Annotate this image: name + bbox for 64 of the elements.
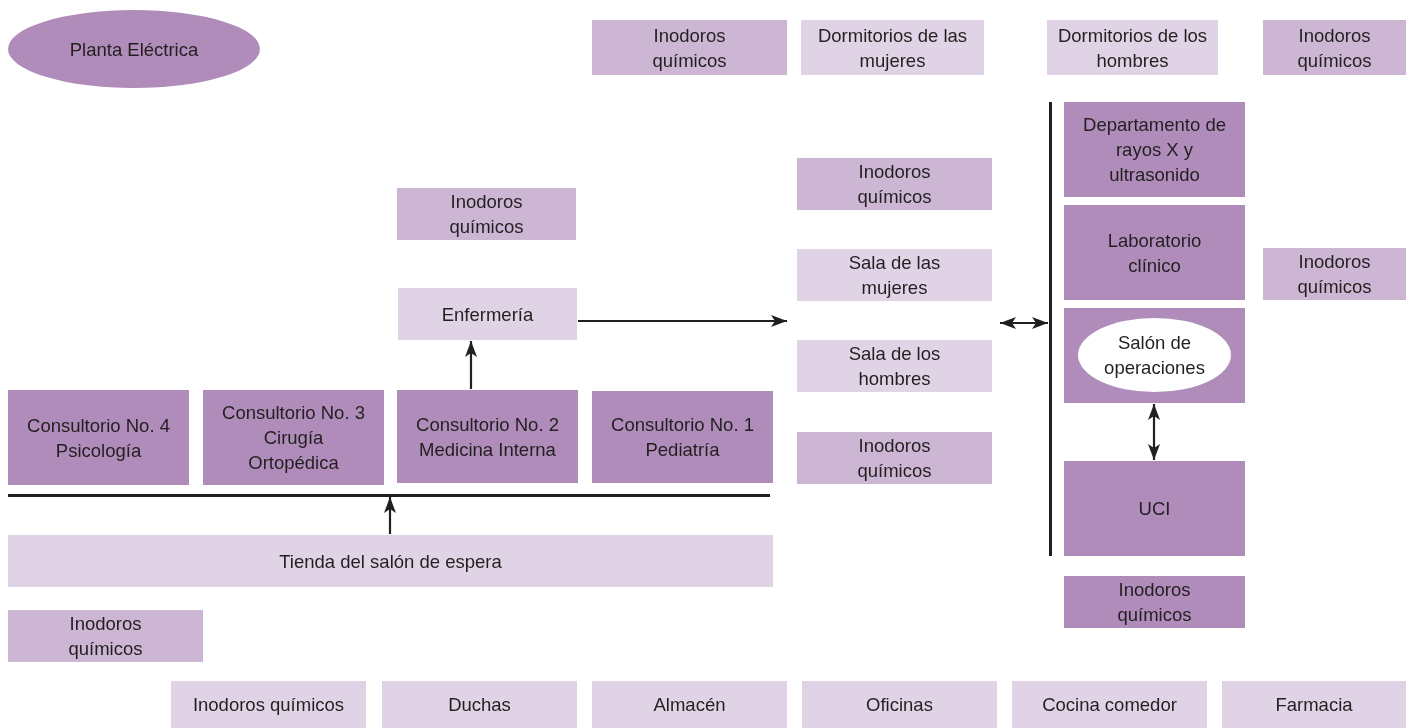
- room-label: Consultorio No. 4 Psicología: [26, 413, 171, 463]
- room-box: [1263, 248, 1406, 300]
- room-box: [8, 390, 189, 485]
- room-label: Tienda del salón de espera: [279, 549, 502, 574]
- arrow: [465, 341, 477, 389]
- room-box: [397, 390, 578, 483]
- room-box: [592, 20, 787, 75]
- arrow: [1000, 317, 1048, 329]
- room-box: [1012, 681, 1207, 728]
- room-label: Inodoros químicos: [67, 612, 144, 661]
- room-box: [797, 249, 992, 301]
- room-box: [203, 390, 384, 485]
- room-box: [1263, 20, 1406, 75]
- room-box: [382, 681, 577, 728]
- room-label: Cocina comedor: [1042, 693, 1177, 717]
- room-label: Consultorio No. 1 Pediatría: [610, 413, 755, 462]
- room-box: [171, 681, 366, 728]
- room-label: Inodoros químicos: [448, 190, 525, 239]
- room-box: [1064, 102, 1245, 197]
- room-label: Dormitorios de las mujeres: [817, 23, 968, 73]
- room-label: Departamento de rayos X y ultrasonido: [1082, 113, 1227, 187]
- room-label: Planta Eléctrica: [69, 37, 199, 62]
- room-label: Farmacia: [1275, 693, 1353, 717]
- room-label: Sala de los hombres: [847, 342, 942, 391]
- room-box: [1064, 308, 1245, 403]
- room-label: Enfermería: [441, 302, 534, 327]
- room-label: Inodoros químicos: [1296, 250, 1373, 299]
- room-box: [1047, 20, 1218, 75]
- room-label: Consultorio No. 3 Cirugía Ortopédica: [221, 401, 366, 475]
- room-label: Inodoros químicos: [856, 434, 933, 483]
- room-label: Duchas: [448, 693, 511, 717]
- room-label: Almacén: [653, 693, 726, 717]
- room-box: [797, 432, 992, 484]
- room-label: Dormitorios de los hombres: [1057, 23, 1208, 73]
- room-label: UCI: [1138, 497, 1171, 521]
- room-box: [8, 610, 203, 662]
- room-label: Inodoros químicos: [651, 23, 728, 73]
- arrow: [1148, 404, 1160, 460]
- room-box: [1064, 576, 1245, 628]
- room-label: Inodoros químicos: [1296, 23, 1373, 73]
- room-label: Laboratorio clínico: [1106, 228, 1203, 278]
- room-label: Oficinas: [866, 693, 933, 717]
- room-label: Sala de las mujeres: [847, 251, 942, 300]
- room-label: Consultorio No. 2 Medicina Interna: [415, 412, 560, 462]
- room-box: [1222, 681, 1406, 728]
- room-box: [398, 288, 577, 340]
- arrow: [384, 497, 396, 534]
- room-box: [397, 188, 576, 240]
- room-box: [797, 158, 992, 210]
- room-box: [1064, 205, 1245, 300]
- room-box: [1064, 461, 1245, 556]
- wall-line: [8, 494, 770, 497]
- room-box: [802, 681, 997, 728]
- room-label: Inodoros químicos: [1116, 578, 1193, 627]
- arrow: [578, 315, 787, 327]
- room-box: [8, 535, 773, 587]
- room-box: [801, 20, 984, 75]
- room-box: [797, 340, 992, 392]
- room-box: [592, 391, 773, 483]
- room-label: Salón de operaciones: [1103, 331, 1206, 380]
- room-label: Inodoros químicos: [856, 160, 933, 209]
- room-label: Inodoros químicos: [192, 693, 345, 717]
- wall-line: [1049, 102, 1052, 556]
- room-box: [592, 681, 787, 728]
